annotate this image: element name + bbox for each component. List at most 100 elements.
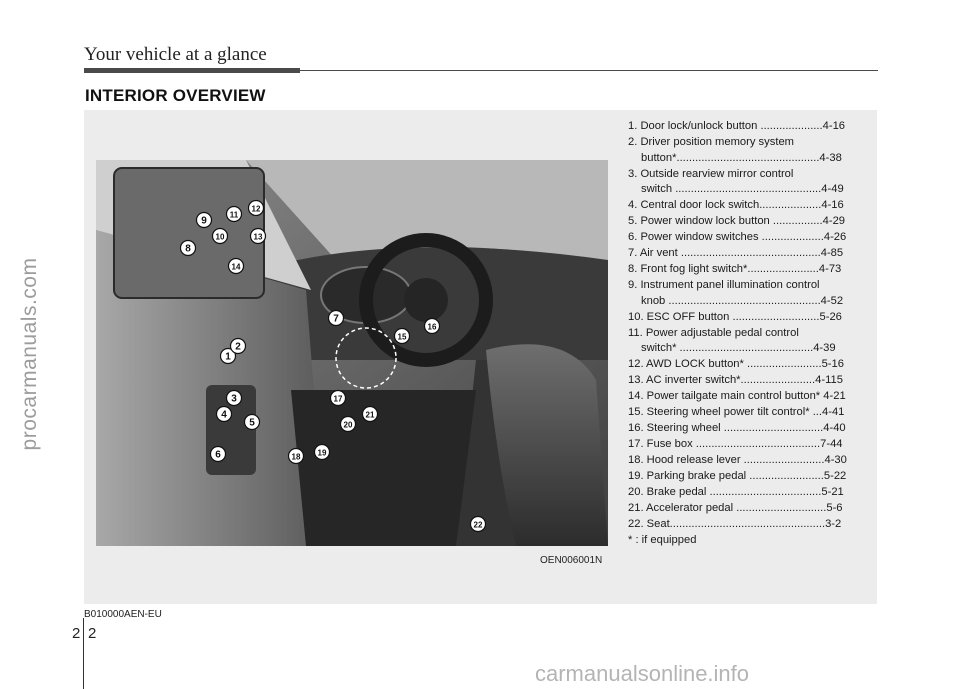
list-item-text: 12. AWD LOCK button* ...................… [628,358,844,370]
callout-18: 18 [287,447,305,465]
list-item: 7. Air vent ............................… [628,246,868,262]
list-item: 20. Brake pedal ........................… [628,485,868,501]
callout-label: 10 [216,233,225,242]
callout-label: 11 [230,211,239,220]
callout-label: 9 [201,216,207,227]
list-item: 19. Parking brake pedal ................… [628,469,868,485]
list-item: 15. Steering wheel power tilt control* .… [628,405,868,421]
callout-label: 22 [474,521,483,530]
callout-label: 13 [254,233,263,242]
list-item-continuation: switch .................................… [641,183,844,195]
section-heading: INTERIOR OVERVIEW [85,86,266,105]
list-item: 1. Door lock/unlock button .............… [628,119,868,135]
callout-16: 16 [423,317,441,335]
list-item: 14. Power tailgate main control button* … [628,389,868,405]
callout-label: 14 [232,263,241,272]
watermark-side: procarmanuals.com [18,257,41,451]
callout-label: 4 [221,410,227,421]
callout-label: 8 [185,244,191,255]
header-title: Your vehicle at a glance [84,44,267,65]
callout-20: 20 [339,415,357,433]
list-item: 12. AWD LOCK button* ...................… [628,357,868,373]
list-item: 4. Central door lock switch.............… [628,198,868,214]
list-item: 16. Steering wheel .....................… [628,421,868,437]
callout-15: 15 [393,327,411,345]
callout-4: 4 [215,405,233,423]
inset-panel [113,167,265,299]
callout-label: 17 [334,395,343,404]
list-item: 18. Hood release lever .................… [628,453,868,469]
driver-seat [486,344,608,546]
list-item-text: 5. Power window lock button ............… [628,215,846,227]
windshield [246,160,608,270]
steering-hub [404,278,448,322]
list-item: 17. Fuse box ...........................… [628,437,868,453]
list-item: 3. Outside rearview mirror control switch… [628,167,868,198]
list-item: 22. Seat................................… [628,517,868,533]
page-vertical-rule [83,618,84,689]
list-item-text: 14. Power tailgate main control button* … [628,390,846,402]
list-item-text: 19. Parking brake pedal ................… [628,470,847,482]
callout-13: 13 [249,227,267,245]
list-item-text: 1. Door lock/unlock button .............… [628,120,846,132]
steering-highlight-ring [335,327,397,389]
list-item: 10. ESC OFF button .....................… [628,310,868,326]
callout-8: 8 [179,239,197,257]
list-item-text: 8. Front fog light switch*..............… [628,263,842,275]
list-item-text: 3. Outside rearview mirror control [628,167,794,180]
callout-14: 14 [227,257,245,275]
callout-12: 12 [247,199,265,217]
callout-label: 20 [344,421,353,430]
callout-label: 18 [292,453,301,462]
list-item: 21. Accelerator pedal ..................… [628,501,868,517]
callout-9: 9 [195,211,213,229]
list-item-continuation: knob ...................................… [641,294,844,307]
list-item-text: 22. Seat................................… [628,518,842,530]
component-list: 1. Door lock/unlock button .............… [628,119,868,549]
figure-code: OEN006001N [540,555,603,566]
list-item: 5. Power window lock button ............… [628,214,868,230]
list-item-text: 20. Brake pedal ........................… [628,486,844,498]
header-rule-thin [300,70,878,71]
footwell [291,390,476,546]
callout-label: 19 [318,449,327,458]
list-item: 6. Power window switches ...............… [628,230,868,246]
callout-label: 7 [333,314,339,325]
list-item-text: 10. ESC OFF button .....................… [628,310,842,323]
callout-label: 16 [428,323,437,332]
callout-19: 19 [313,443,331,461]
callout-11: 11 [225,205,243,223]
page-number-left: 2 [72,625,81,642]
ref-code: B010000AEN-EU [84,609,162,620]
list-item-text: 15. Steering wheel power tilt control* .… [628,406,845,418]
list-item-text: 13. AC inverter switch*.................… [628,374,843,386]
callout-2: 2 [229,337,247,355]
callout-1: 1 [219,347,237,365]
callout-label: 5 [249,418,255,429]
callout-17: 17 [329,389,347,407]
list-item-text: 18. Hood release lever .................… [628,454,847,466]
callout-3: 3 [225,389,243,407]
list-item-text: 11. Power adjustable pedal control [628,326,799,339]
callout-7: 7 [327,309,345,327]
list-item-text: 21. Accelerator pedal ..................… [628,502,843,514]
callout-22: 22 [469,515,487,533]
callout-label: 6 [215,450,221,461]
callout-6: 6 [209,445,227,463]
list-item-text: 4. Central door lock switch.............… [628,199,844,211]
list-item: 13. AC inverter switch*.................… [628,373,868,389]
list-item: 9. Instrument panel illumination control… [628,278,868,309]
callout-label: 12 [252,205,261,214]
watermark-bottom: carmanualsonline.info [535,661,750,686]
list-item-text: 2. Driver position memory system [628,136,794,148]
callout-5: 5 [243,413,261,431]
list-item-text: 17. Fuse box ...........................… [628,438,843,450]
list-item-text: 7. Air vent ............................… [628,247,844,259]
list-item-continuation: button*.................................… [641,151,842,164]
header-rule-thick [84,68,300,73]
callout-10: 10 [211,227,229,245]
callout-label: 1 [225,352,231,363]
steering-wheel [359,233,493,367]
